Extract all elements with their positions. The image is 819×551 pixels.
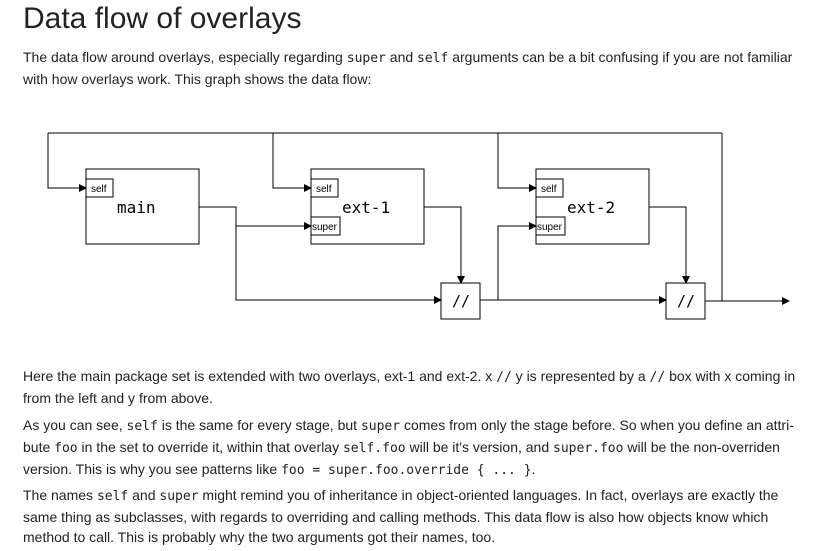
main-to-merge1-arrow (199, 206, 442, 304)
text: might remind you of inheritance in objec… (23, 487, 779, 545)
merge-box-1 (440, 282, 481, 320)
text: in the set to override it, within that o… (77, 439, 343, 455)
merge-label: // (452, 292, 470, 310)
text: is the same for every stage, but (157, 417, 361, 433)
merge-box-2 (665, 282, 706, 320)
super-arrow-ext2 (497, 222, 537, 300)
text: comes from only the stage before. So whe… (23, 417, 794, 455)
self-label: self (541, 184, 557, 195)
code-merge: // (496, 370, 512, 385)
self-arrow-ext1 (272, 133, 312, 192)
code-foo: foo (54, 441, 78, 456)
code-self: self (126, 419, 158, 434)
merge-label: // (677, 292, 695, 310)
code-self: self (96, 489, 129, 504)
code-super: super (346, 51, 386, 66)
super-port (535, 216, 566, 236)
ext1-to-merge1-arrow (424, 206, 465, 284)
self-super-paragraph: As you can see, self is the same for eve… (23, 415, 815, 481)
ext2-label: ext-2 (567, 198, 615, 217)
super-label: super (537, 222, 563, 233)
code-super-foo: super.foo (553, 441, 624, 456)
self-arrow-ext2 (497, 133, 537, 192)
text: will be the non-overriden version. This … (23, 439, 780, 477)
text: The names (23, 487, 97, 503)
code-self: self (417, 51, 449, 66)
text: arguments can be a bit confusing if you … (23, 49, 793, 87)
ext2-box (535, 168, 650, 245)
text: and (128, 487, 160, 503)
intro-paragraph: The data flow around overlays, especiall… (23, 47, 815, 89)
code-super: super (360, 419, 401, 434)
text: box with x coming in from the left and y… (23, 368, 796, 406)
self-label: self (316, 184, 332, 195)
code-override-pattern: foo = super.foo.override { ... } (281, 463, 532, 478)
code-self-foo: self.foo (342, 441, 406, 456)
explanation-paragraph: Here the main package set is extended wi… (23, 366, 815, 408)
main-label: main (117, 198, 156, 217)
ext1-box (310, 168, 425, 245)
main-box (85, 168, 200, 245)
self-arrow-main (47, 133, 87, 192)
super-port (310, 216, 341, 236)
text: The data flow around overlays, especiall… (23, 49, 347, 65)
self-port (310, 178, 339, 198)
self-label: self (91, 184, 107, 195)
ext1-label: ext-1 (342, 198, 390, 217)
text: As you can see, (23, 417, 127, 433)
text: Here the main package set is extended wi… (23, 368, 497, 384)
self-port (535, 178, 564, 198)
text: will be it's version, and (405, 439, 554, 455)
text: . (531, 461, 536, 477)
code-merge: // (649, 370, 666, 385)
ext2-to-merge2-arrow (649, 206, 690, 284)
text: y is represented by a (511, 368, 650, 384)
code-super: super (159, 489, 199, 504)
text: and (385, 49, 418, 65)
page-title: Data flow of overlays (23, 2, 302, 35)
self-port (85, 178, 114, 198)
inheritance-paragraph: The names self and super might remind yo… (23, 485, 815, 547)
super-label: super (312, 222, 338, 233)
